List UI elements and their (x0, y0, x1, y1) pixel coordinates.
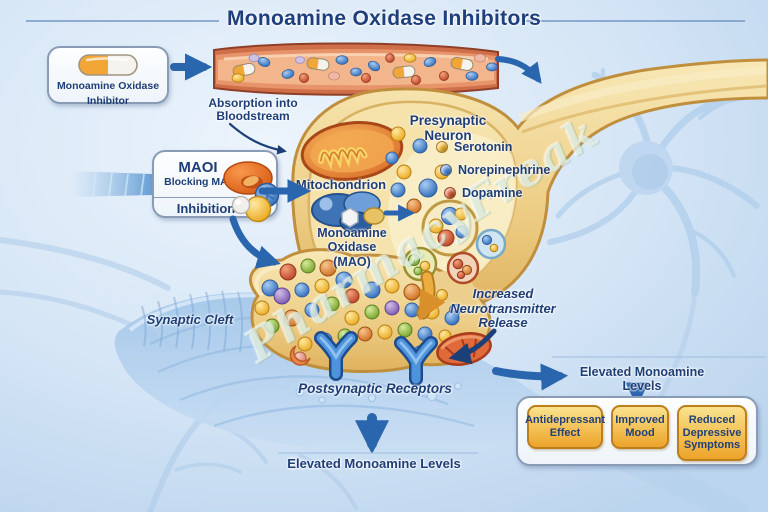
outcome-reduced-symptoms: Reduced Depressive Symptoms (677, 405, 747, 461)
neurotransmitters-bulb (385, 126, 461, 316)
mao-line2: Oxidase (327, 240, 377, 255)
maoi-blocking-box: MAOI Blocking MAO Inhibition (152, 150, 280, 223)
legend-item-serotonin: Serotonin (436, 140, 512, 154)
outcomes-panel: Antidepressant Effect Improved Mood Redu… (516, 396, 758, 466)
serotonin-label: Serotonin (454, 140, 513, 154)
mitochondrion-icon (300, 121, 404, 181)
norepinephrine-dot-icon (440, 164, 452, 176)
release-line2: Neurotransmitter (450, 300, 556, 316)
dopamine-dot-icon (444, 187, 456, 199)
aux-lines (278, 356, 766, 454)
mao-enzyme-icon (311, 191, 385, 233)
legend-item-dopamine: Dopamine (444, 186, 522, 200)
outcome-improved-mood: Improved Mood (611, 405, 669, 449)
absorption-line2: Bloodstream (216, 109, 290, 124)
release-label: Increased Neurotransmitter Release (442, 286, 564, 331)
dopamine-label: Dopamine (462, 186, 523, 200)
synaptic-cleft-label: Synaptic Cleft (146, 312, 234, 327)
postsynaptic-receptors-label: Postsynaptic Receptors (298, 381, 452, 396)
outcome-antidepressant: Antidepressant Effect (525, 405, 605, 449)
maoi-box-divider (154, 197, 245, 198)
vesicles (402, 199, 507, 285)
maoi-pill-box: Monoamine Oxidase Inhibitor (47, 46, 169, 108)
serotonin-dot-icon (436, 141, 448, 153)
crescent-organelle (289, 345, 311, 366)
elevated-monoamine-right-label: Elevated Monoamine Levels (579, 365, 705, 393)
release-line3: Release (478, 315, 528, 331)
absorption-label: Absorption into Bloodstream (194, 96, 312, 124)
legend-item-norepinephrine: Norepinephrine (440, 163, 550, 177)
maoi-box-line2: Blocking MAO (164, 176, 236, 188)
maoi-box-line1: MAOI (178, 159, 218, 176)
norepinephrine-label: Norepinephrine (458, 163, 551, 177)
mitochondrion-label: Mitochondrion (295, 177, 387, 192)
mao-label: Monoamine Oxidase (MAO) (306, 226, 398, 269)
maoi-molecule-icon (223, 161, 280, 223)
mao-line3: (MAO) (333, 254, 371, 269)
absorption-line1: Absorption into (208, 96, 298, 110)
page-title: Monoamine Oxidase Inhibitors (226, 7, 542, 30)
presynaptic-neuron-label: Presynaptic Neuron (409, 113, 487, 144)
pill-box-label-line1: Monoamine Oxidase (56, 80, 160, 92)
elevated-monoamine-bottom-label: Elevated Monoamine Levels (287, 456, 461, 471)
mao-line1: Monoamine (317, 226, 387, 240)
pill-box-label-line2: Inhibitor (87, 95, 129, 108)
release-line1: Increased (472, 286, 534, 301)
capsule-icon (78, 54, 138, 76)
maoi-box-line3: Inhibition (176, 201, 236, 216)
blood-vessel-icon (213, 42, 499, 96)
